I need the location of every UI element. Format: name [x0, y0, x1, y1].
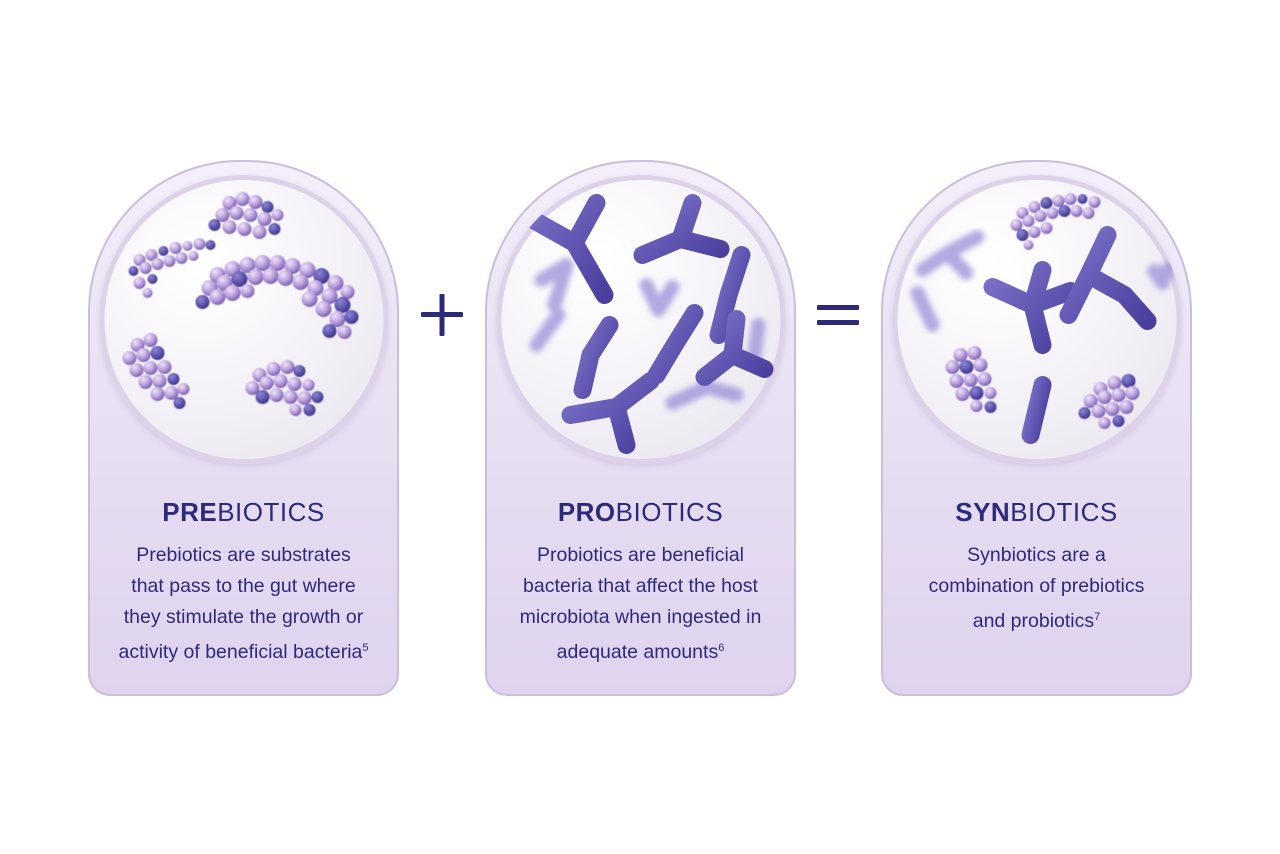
description-line: they stimulate the growth or	[123, 606, 364, 628]
description-line: microbiota when ingested in	[519, 606, 762, 628]
probiotics-card: PROBIOTICS Probiotics are beneficial bac…	[485, 160, 796, 696]
reference-number: 6	[718, 642, 725, 654]
synbiotic-mix-icon	[892, 175, 1181, 464]
probiotics-description: Probiotics are beneficial bacteria that …	[491, 540, 790, 668]
title-suffix: BIOTICS	[217, 497, 325, 527]
cluster-left	[128, 238, 215, 298]
description-line: that pass to the gut where	[131, 575, 356, 597]
description-line: combination of prebiotics	[928, 575, 1145, 597]
title-suffix: BIOTICS	[1010, 497, 1118, 527]
reference-number: 5	[362, 642, 369, 654]
prebiotics-title: PREBIOTICS	[90, 497, 397, 528]
description-line-last: adequate amounts6	[491, 633, 790, 668]
description-line: adequate amounts	[556, 641, 719, 663]
description-line: Prebiotics are substrates	[136, 544, 351, 566]
prebiotics-card: PREBIOTICS Prebiotics are substrates tha…	[88, 160, 399, 696]
cluster-left	[945, 346, 996, 413]
cluster-top	[1010, 193, 1100, 250]
probiotics-title: PROBIOTICS	[487, 497, 794, 528]
synbiotics-title: SYNBIOTICS	[883, 497, 1190, 528]
description-line: bacteria that affect the host	[523, 575, 758, 597]
cluster-top	[208, 192, 283, 239]
reference-number: 7	[1094, 611, 1101, 623]
title-prefix: SYN	[955, 497, 1011, 527]
description-line: activity of beneficial bacteria	[118, 641, 363, 663]
description-line: Synbiotics are a	[967, 544, 1106, 566]
probiotic-illustration	[515, 194, 773, 454]
description-line: and probiotics	[972, 610, 1095, 632]
title-prefix: PRO	[557, 497, 616, 527]
title-suffix: BIOTICS	[615, 497, 724, 527]
description-line-last: and probiotics7	[887, 602, 1186, 637]
cluster-center	[195, 255, 358, 339]
prebiotic-illustration	[122, 192, 358, 416]
synbiotic-illustration	[910, 193, 1174, 444]
cluster-bottom-left	[122, 333, 189, 409]
synbiotics-card: SYNBIOTICS Synbiotics are a combination …	[881, 160, 1192, 696]
plus-icon	[419, 292, 465, 338]
prebiotics-description: Prebiotics are substrates that pass to t…	[94, 540, 393, 668]
synbiotics-description: Synbiotics are a combination of prebioti…	[887, 540, 1186, 637]
cluster-bottom-right	[245, 360, 323, 416]
title-prefix: PRE	[162, 497, 218, 527]
equals-icon	[815, 292, 861, 338]
description-line-last: activity of beneficial bacteria5	[94, 633, 393, 668]
cluster-right	[1078, 374, 1139, 429]
prebiotic-clusters-icon	[99, 175, 388, 464]
probiotic-bacteria-icon	[496, 175, 785, 464]
description-line: Probiotics are beneficial	[536, 544, 745, 566]
